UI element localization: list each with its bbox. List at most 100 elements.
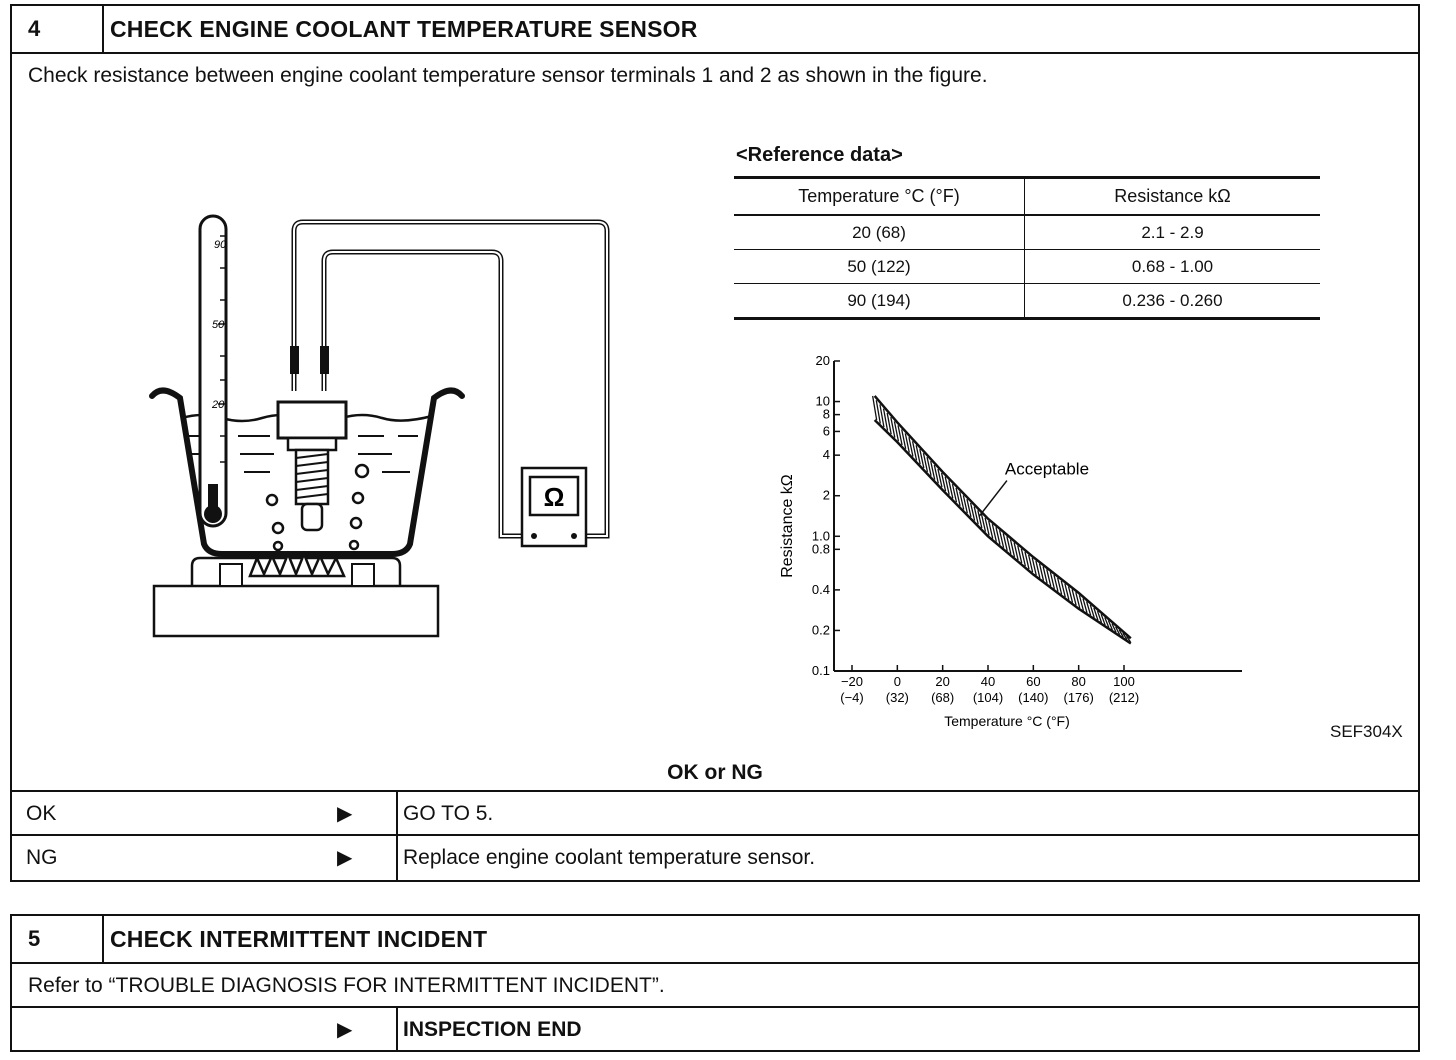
band-hatch <box>1017 545 1023 564</box>
band-hatch <box>904 433 910 453</box>
band-hatch <box>998 530 1005 548</box>
x-tick-label: 60 <box>1026 674 1040 689</box>
band-hatch <box>1024 551 1030 570</box>
band-hatch <box>973 506 979 525</box>
step-4-number: 4 <box>28 16 41 41</box>
thermometer-mark-90: 90 <box>214 239 227 251</box>
arrow-right-icon: ▶ <box>337 1019 353 1041</box>
cell-temperature: 50 (122) <box>734 249 1025 284</box>
ohm-symbol: Ω <box>544 482 565 512</box>
y-tick-label: 8 <box>823 407 830 422</box>
band-hatch <box>1096 610 1103 623</box>
band-hatch <box>1118 629 1124 638</box>
y-tick-label: 2 <box>823 488 830 503</box>
band-hatch <box>1067 586 1074 603</box>
row-divider <box>396 792 398 836</box>
step-5-number: 5 <box>28 926 41 951</box>
thermometer-mark-20: 20 <box>211 399 225 411</box>
annotation-acceptable: Acceptable <box>1005 460 1089 479</box>
band-hatch <box>1064 583 1070 600</box>
band-hatch <box>1115 626 1121 636</box>
band-hatch <box>1086 601 1092 616</box>
band-hatch <box>1056 577 1063 595</box>
band-hatch <box>969 502 976 521</box>
y-tick-label: 4 <box>823 447 830 462</box>
band-hatch <box>886 412 892 435</box>
header-resistance: Resistance kΩ <box>1024 176 1320 216</box>
x-tick-label: 20 <box>935 674 949 689</box>
ok-or-ng-heading: OK or NG <box>667 761 763 784</box>
cell-resistance: 0.236 - 0.260 <box>1024 283 1320 320</box>
band-hatch <box>1060 580 1066 598</box>
band-hatch <box>980 513 987 532</box>
band-hatch <box>959 491 965 510</box>
result-label: NG <box>26 846 58 869</box>
y-tick-label: 6 <box>823 423 830 438</box>
band-hatch <box>955 487 961 506</box>
resistance-temperature-chart: 201086421.00.80.40.20.1−20(−4)0(32)20(68… <box>779 353 1242 729</box>
step-5-title: CHECK INTERMITTENT INCIDENT <box>110 926 488 952</box>
band-hatch <box>1020 548 1026 567</box>
band-hatch <box>1009 539 1016 558</box>
band-hatch <box>984 517 990 536</box>
band-hatch <box>1075 592 1081 609</box>
band-hatch <box>1038 563 1045 581</box>
band-hatch <box>893 421 900 442</box>
band-hatch <box>1013 542 1019 561</box>
band-hatch <box>944 476 950 495</box>
result-row-ng: NG ▶ Replace engine coolant temperature … <box>12 834 1418 880</box>
band-hatch <box>940 472 947 492</box>
band-hatch <box>1049 572 1056 590</box>
band-hatch <box>915 445 921 465</box>
band-hatch <box>919 449 925 469</box>
row-divider <box>396 1008 398 1052</box>
band-hatch <box>988 520 994 539</box>
burner-base <box>152 584 440 638</box>
x-tick-sublabel: (212) <box>1109 690 1139 705</box>
y-tick-label: 0.8 <box>812 541 830 556</box>
annotation-leader <box>978 480 1008 518</box>
step-4-box: 4 CHECK ENGINE COOLANT TEMPERATURE SENSO… <box>10 4 1420 882</box>
band-hatch <box>933 464 939 484</box>
band-hatch <box>1082 598 1088 614</box>
table-header-row: Temperature °C (°F) Resistance kΩ <box>734 176 1320 216</box>
flame <box>248 550 346 578</box>
sensor-test-illustration: Ω <box>149 214 610 638</box>
result-row-ok: OK ▶ GO TO 5. <box>12 790 1418 836</box>
step-5-box: 5 CHECK INTERMITTENT INCIDENT Refer to “… <box>10 914 1420 1052</box>
band-hatch <box>1093 607 1099 621</box>
band-hatch <box>1126 635 1132 643</box>
x-tick-sublabel: (140) <box>1018 690 1048 705</box>
step-4-instruction: Check resistance between engine coolant … <box>28 64 988 87</box>
x-tick-label: −20 <box>841 674 863 689</box>
x-tick-label: 80 <box>1071 674 1085 689</box>
band-hatch <box>882 408 889 431</box>
band-hatch <box>926 456 932 476</box>
arrow-right-icon: ▶ <box>337 803 353 825</box>
reference-data-title: <Reference data> <box>736 144 903 166</box>
x-tick-sublabel: (176) <box>1063 690 1093 705</box>
band-hatch <box>1006 536 1012 555</box>
band-hatch <box>1071 589 1077 606</box>
band-hatch <box>1002 533 1008 551</box>
band-hatch <box>1027 554 1034 573</box>
y-tick-label: 0.1 <box>812 663 830 678</box>
x-tick-sublabel: (−4) <box>840 690 863 705</box>
band-hatch <box>1107 620 1113 631</box>
band-hatch <box>962 495 968 514</box>
x-tick-label: 40 <box>981 674 995 689</box>
cell-resistance: 0.68 - 1.00 <box>1024 249 1320 284</box>
cell-resistance: 2.1 - 2.9 <box>1024 215 1320 250</box>
band-hatch <box>930 460 936 480</box>
band-hatch <box>897 425 903 446</box>
result-row-end: ▶ INSPECTION END <box>12 1006 1418 1052</box>
band-hatch <box>911 441 918 461</box>
header-temperature: Temperature °C (°F) <box>734 176 1025 216</box>
band-hatch <box>951 484 958 503</box>
band-hatch <box>977 510 983 529</box>
band-hatch <box>966 498 972 518</box>
table-row: 90 (194) 0.236 - 0.260 <box>734 283 1320 320</box>
x-tick-label: 0 <box>894 674 901 689</box>
band-upper-line <box>873 395 1132 640</box>
band-hatch <box>1100 613 1106 626</box>
